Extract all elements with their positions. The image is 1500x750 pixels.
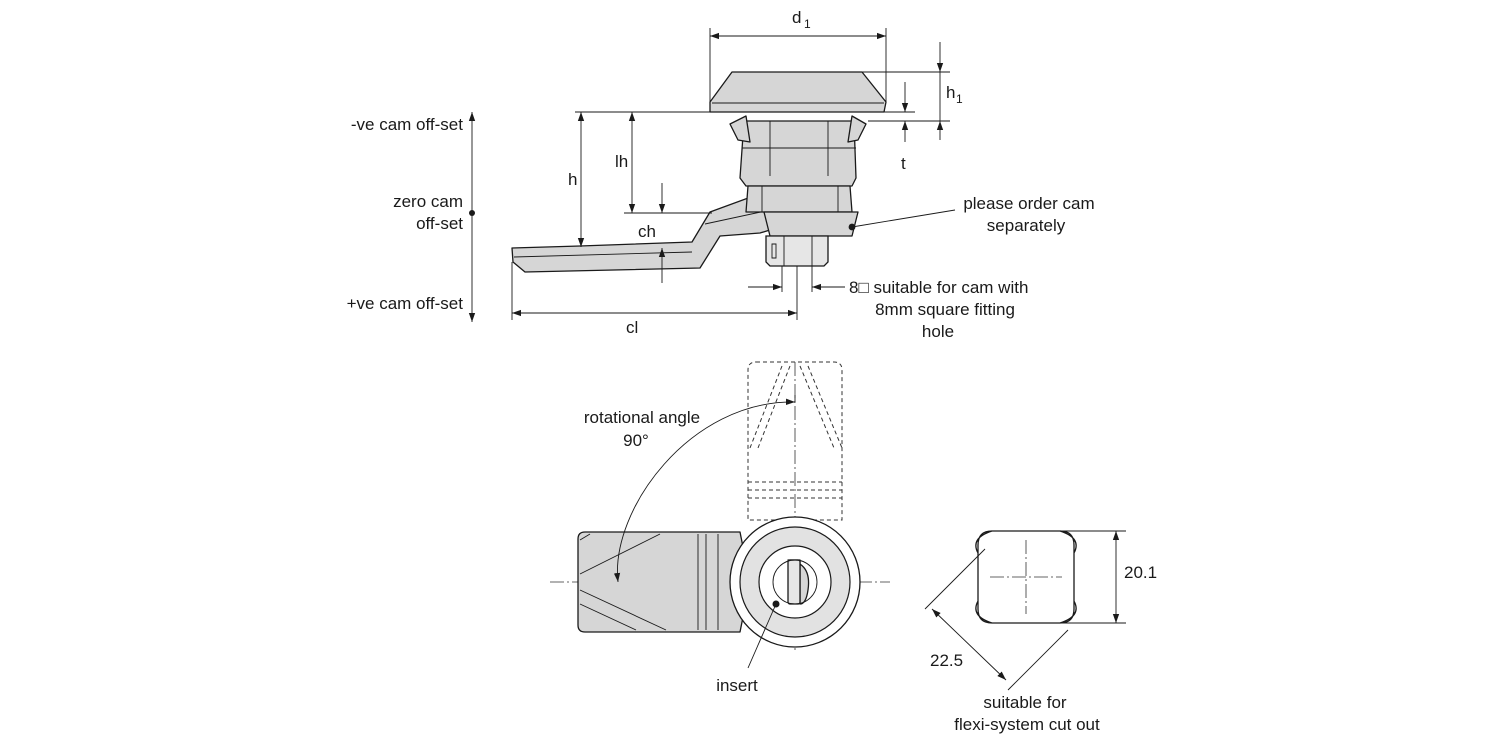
zero-offset-label-line1: zero cam	[393, 192, 463, 211]
side-view: d 1 h 1 t lh	[347, 8, 1095, 341]
lever-handle	[511, 189, 771, 273]
cutout-view: 20.1 22.5 suitable for flexi-system cut …	[924, 530, 1157, 734]
zero-offset-label-line2: off-set	[416, 214, 463, 233]
cam-offset-scale: -ve cam off-set zero cam off-set +ve cam…	[347, 112, 476, 322]
h1-subscript: 1	[956, 92, 963, 106]
lh-label: lh	[615, 152, 628, 171]
d1-subscript: 1	[804, 17, 811, 31]
insert-callout: insert	[716, 603, 777, 695]
h-label: h	[568, 170, 577, 189]
head	[709, 71, 887, 113]
cutout-caption-line1: suitable for	[983, 693, 1066, 712]
dimension-t: t	[884, 82, 915, 173]
rotational-angle-line1: rotational angle	[584, 408, 700, 427]
diagonal-22-5-value: 22.5	[930, 651, 963, 670]
dimension-h1: h 1	[862, 42, 963, 140]
cutout-caption-line2: flexi-system cut out	[954, 715, 1100, 734]
front-view: rotational angle 90° insert	[550, 361, 890, 695]
cam-note-line1: please order cam	[963, 194, 1094, 213]
dimension-ch: ch	[638, 183, 666, 283]
lock-body	[739, 120, 857, 187]
rotational-angle-line2: 90°	[623, 431, 649, 450]
insert-label: insert	[716, 676, 758, 695]
lever-front	[577, 531, 751, 633]
cam-note: please order cam separately	[851, 194, 1095, 235]
positive-offset-label: +ve cam off-set	[347, 294, 464, 313]
square-note-line3: hole	[922, 322, 954, 341]
dimension-lh: lh	[615, 112, 712, 214]
cl-label: cl	[626, 318, 638, 337]
dimension-22-5: 22.5	[924, 548, 1069, 691]
dimension-square	[748, 266, 845, 292]
rotation-arc: rotational angle 90°	[584, 395, 796, 583]
height-20-1-value: 20.1	[1124, 563, 1157, 582]
dimension-cl: cl	[511, 262, 798, 337]
square-note-line1: 8□ suitable for cam with	[849, 278, 1028, 297]
cam-plate	[763, 211, 859, 237]
square-note-line2: 8mm square fitting	[875, 300, 1015, 319]
dimension-d1: d 1	[709, 8, 887, 102]
d1-label: d	[792, 8, 801, 27]
negative-offset-label: -ve cam off-set	[351, 115, 463, 134]
square-note: 8□ suitable for cam with 8mm square fitt…	[849, 278, 1028, 341]
h1-label: h	[946, 83, 955, 102]
square-spindle	[765, 235, 829, 267]
dimension-20-1: 20.1	[1060, 530, 1157, 624]
spring-clip-right	[847, 115, 867, 143]
spring-clip-left	[729, 115, 751, 143]
dimension-h: h	[568, 112, 585, 247]
t-label: t	[901, 154, 906, 173]
ch-label: ch	[638, 222, 656, 241]
cam-note-line2: separately	[987, 216, 1066, 235]
lock-front	[729, 516, 861, 648]
